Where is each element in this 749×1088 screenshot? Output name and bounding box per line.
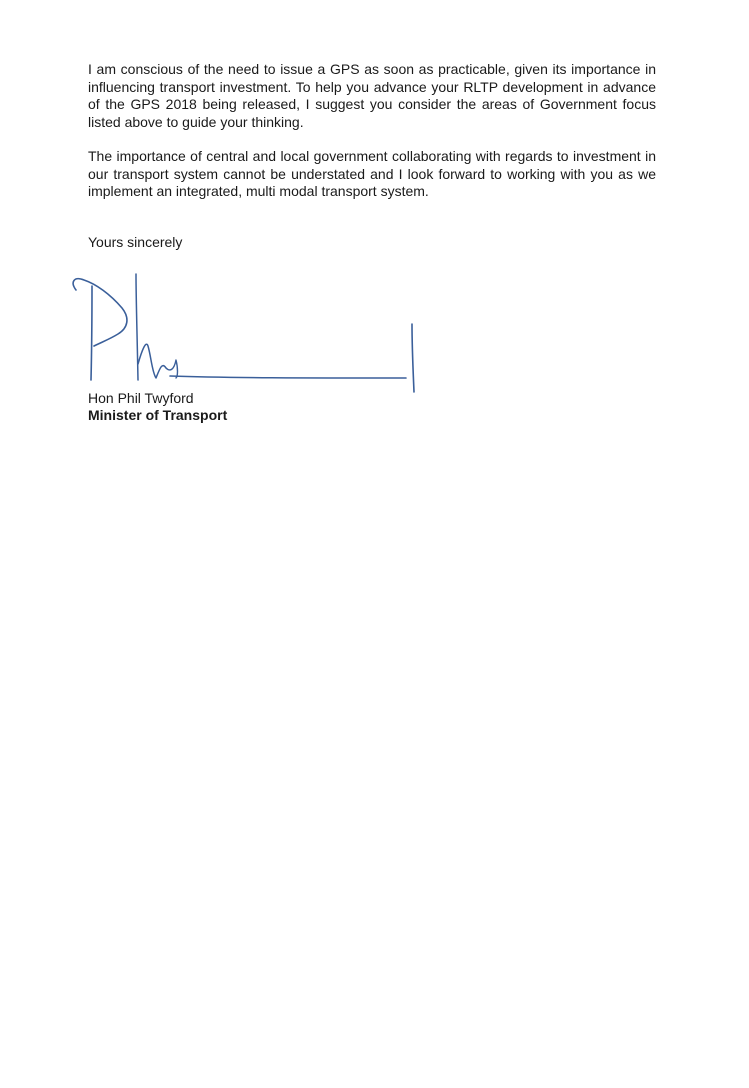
body-paragraph-gps: I am conscious of the need to issue a GP… [88,61,656,130]
signer-name: Hon Phil Twyford [88,390,194,406]
signer-title: Minister of Transport [88,407,228,423]
handwritten-signature [72,273,415,393]
closing-salutation: Yours sincerely [88,234,183,250]
body-paragraph-collaboration: The importance of central and local gove… [88,148,656,199]
